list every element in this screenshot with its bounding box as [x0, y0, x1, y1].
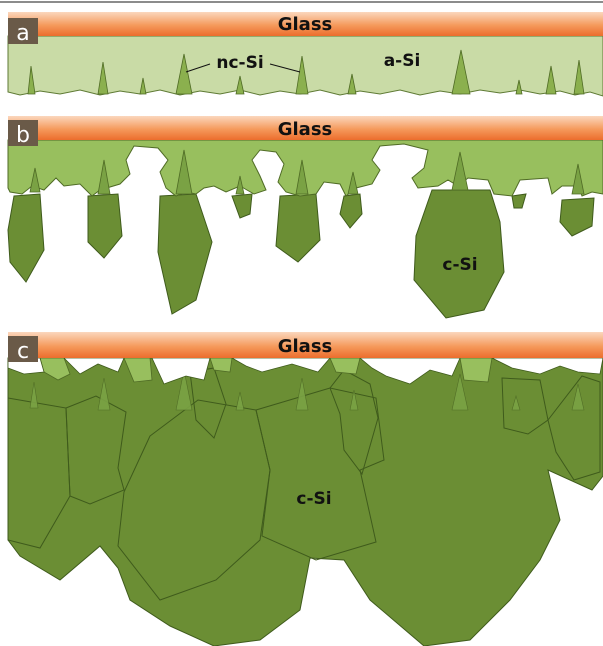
panel-letter-c: c: [17, 339, 29, 364]
panel-c: Glass c c-Si: [8, 332, 603, 646]
panel-letter-b: b: [16, 123, 30, 148]
panel-a: Glass a nc-Si a-Si: [0, 2, 603, 96]
c-si-grains-b: [8, 190, 594, 318]
glass-label-c: Glass: [278, 336, 333, 357]
panel-b: Glass b c-Si: [8, 116, 603, 318]
c-si-label-b: c-Si: [442, 255, 477, 275]
panel-letter-a: a: [16, 21, 29, 46]
glass-label-a: Glass: [278, 14, 333, 35]
nc-si-label: nc-Si: [216, 53, 263, 73]
a-si-label: a-Si: [384, 51, 421, 71]
glass-label-b: Glass: [278, 119, 333, 140]
c-si-label-c: c-Si: [296, 489, 331, 509]
